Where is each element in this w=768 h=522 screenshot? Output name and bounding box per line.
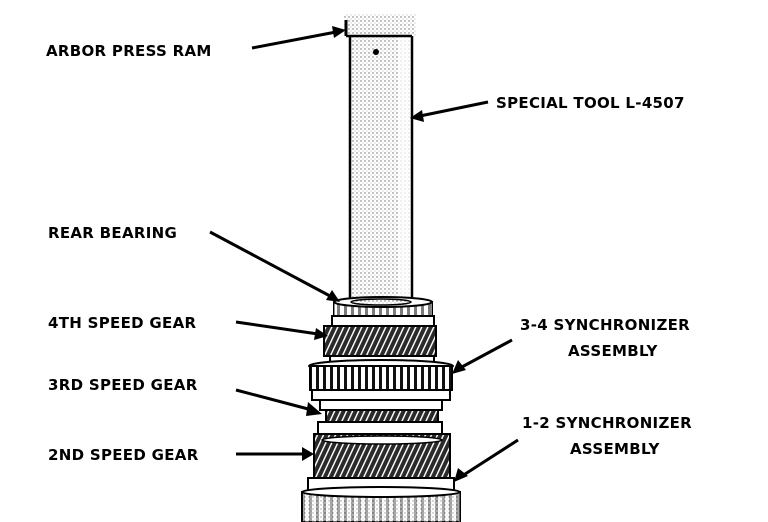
leader-synchronizer-3-4 [452, 338, 513, 374]
label-special-tool: SPECIAL TOOL L-4507 [496, 94, 685, 112]
third-speed-gear [317, 399, 443, 435]
leader-synchronizer-1-2 [454, 438, 519, 482]
fourth-speed-gear [323, 315, 437, 365]
label-synchronizer-1-2-line2: ASSEMBLY [570, 440, 660, 458]
synchronizer-1-2 [301, 477, 461, 522]
label-synchronizer-1-2-line1: 1-2 SYNCHRONIZER [522, 414, 692, 432]
label-fourth-speed-gear: 4TH SPEED GEAR [48, 314, 196, 332]
synchronizer-3-4 [308, 359, 454, 401]
leader-special-tool [410, 100, 489, 122]
label-rear-bearing: REAR BEARING [48, 224, 177, 242]
special-tool-cylinder [348, 28, 414, 314]
label-synchronizer-3-4-line1: 3-4 SYNCHRONIZER [520, 316, 690, 334]
leader-third-speed-gear [235, 388, 322, 416]
leader-second-speed-gear [236, 447, 314, 461]
second-speed-gear [313, 433, 451, 479]
label-synchronizer-3-4-line2: ASSEMBLY [568, 342, 658, 360]
arbor-press-ram [344, 14, 416, 38]
leader-fourth-speed-gear [235, 320, 328, 340]
label-arbor-press-ram: ARBOR PRESS RAM [46, 42, 212, 60]
leader-rear-bearing [209, 230, 340, 302]
label-third-speed-gear: 3RD SPEED GEAR [48, 376, 198, 394]
rear-bearing [333, 296, 433, 317]
label-second-speed-gear: 2ND SPEED GEAR [48, 446, 199, 464]
leader-arbor-press-ram [251, 26, 346, 50]
